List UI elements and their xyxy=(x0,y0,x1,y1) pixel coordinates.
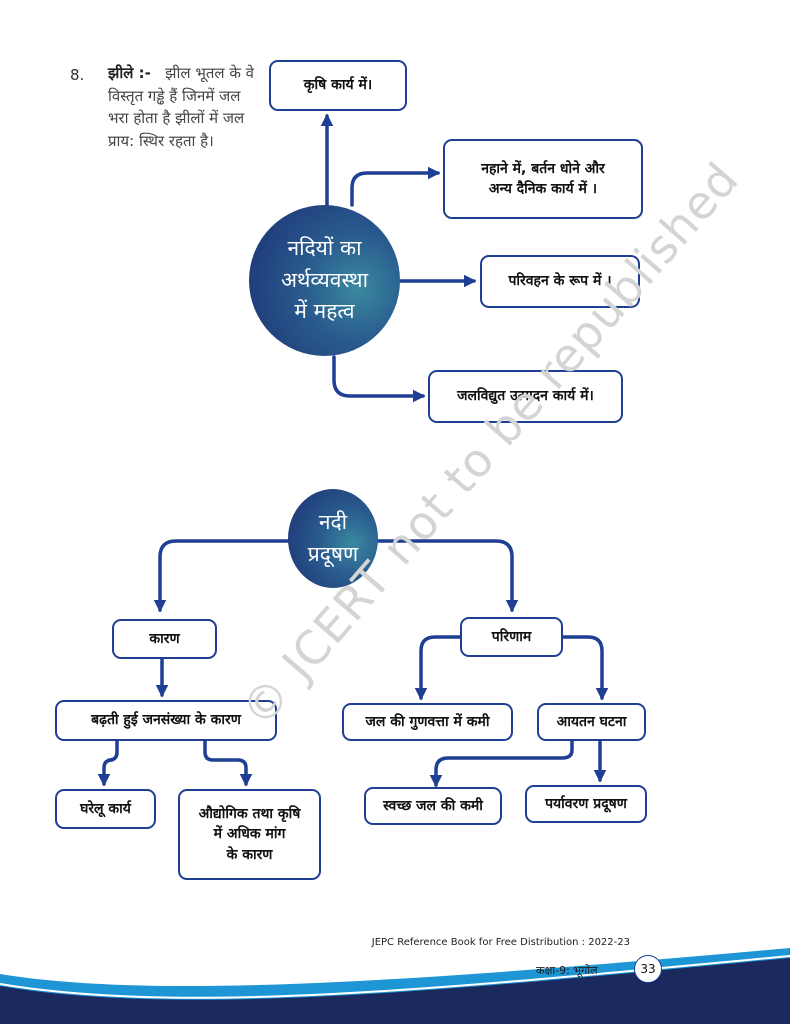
env-pollution-label: पर्यावरण प्रदूषण xyxy=(545,795,627,812)
result-box: परिणाम xyxy=(460,617,563,657)
bathing-label-line2: अन्य दैनिक कार्य में । xyxy=(488,181,598,197)
cause-box: कारण xyxy=(112,619,217,659)
arrow-to-water-quality xyxy=(414,635,462,701)
industrial-box: औद्योगिक तथा कृषि में अधिक मांग के कारण xyxy=(178,789,321,880)
arrow-to-hydro xyxy=(332,355,426,403)
volume-label: आयतन घटना xyxy=(556,713,627,730)
industrial-label-line3: के कारण xyxy=(226,846,273,863)
hydro-box: जलविद्युत उत्पादन कार्य में। xyxy=(428,370,623,423)
intro-text: झील भूतल के वे विस्तृत गड्ढे हैं जिनमें … xyxy=(108,64,254,150)
intro-paragraph: झीले :- झील भूतल के वे विस्तृत गड्ढे हैं… xyxy=(108,62,258,152)
env-pollution-box: पर्यावरण प्रदूषण xyxy=(525,785,647,823)
pollution-circle-line1: नदी xyxy=(318,510,348,534)
cause-label: कारण xyxy=(149,630,180,647)
arrow-to-volume xyxy=(561,635,609,701)
hydro-label: जलविद्युत उत्पादन कार्य में। xyxy=(457,388,594,405)
arrow-to-bathing xyxy=(350,166,441,207)
domestic-box: घरेलू कार्य xyxy=(55,789,156,829)
bathing-box: नहाने में, बर्तन धोने और अन्य दैनिक कार्… xyxy=(443,139,643,219)
domestic-label: घरेलू कार्य xyxy=(80,800,131,817)
arrow-to-result xyxy=(364,539,519,613)
arrow-to-industrial xyxy=(203,738,253,787)
arrow-to-clean-water xyxy=(429,739,574,788)
arrow-to-domestic xyxy=(97,738,119,787)
industrial-label-line2: में अधिक मांग xyxy=(213,826,286,843)
water-quality-box: जल की गुणवत्ता में कमी xyxy=(342,703,513,741)
clean-water-label: स्वच्छ जल की कमी xyxy=(383,797,483,814)
economy-circle-line2: अर्थव्यवस्था xyxy=(280,267,369,292)
bathing-label-line1: नहाने में, बर्तन धोने और xyxy=(481,160,605,177)
economy-circle-line3: में महत्व xyxy=(294,299,355,324)
footer-note: JEPC Reference Book for Free Distributio… xyxy=(371,937,630,948)
intro-term: झीले :- xyxy=(108,64,151,82)
agriculture-label: कृषि कार्य में। xyxy=(303,77,373,94)
river-pollution-circle: नदी प्रदूषण xyxy=(288,489,378,588)
economy-circle-line1: नदियों का xyxy=(287,236,362,261)
agriculture-box: कृषि कार्य में। xyxy=(269,60,407,111)
transport-label: परिवहन के रूप में । xyxy=(508,273,612,290)
page-number: 33 xyxy=(634,955,662,983)
footer-class-label: कक्षा-9: भूगोल xyxy=(536,964,598,977)
population-box: बढ़ती हुई जनसंख्या के कारण xyxy=(55,700,277,741)
footer-wave xyxy=(0,948,790,1024)
item-number: 8. xyxy=(70,66,85,84)
pollution-circle-line2: प्रदूषण xyxy=(307,541,359,566)
clean-water-box: स्वच्छ जल की कमी xyxy=(364,787,502,825)
transport-box: परिवहन के रूप में । xyxy=(480,255,640,308)
result-label: परिणाम xyxy=(491,628,532,645)
volume-box: आयतन घटना xyxy=(537,703,646,741)
population-label: बढ़ती हुई जनसंख्या के कारण xyxy=(91,712,241,729)
industrial-label-line1: औद्योगिक तथा कृषि xyxy=(198,806,301,823)
water-quality-label: जल की गुणवत्ता में कमी xyxy=(365,713,490,730)
arrow-to-cause xyxy=(153,539,290,613)
economy-importance-circle: नदियों का अर्थव्यवस्था में महत्व xyxy=(249,205,400,356)
